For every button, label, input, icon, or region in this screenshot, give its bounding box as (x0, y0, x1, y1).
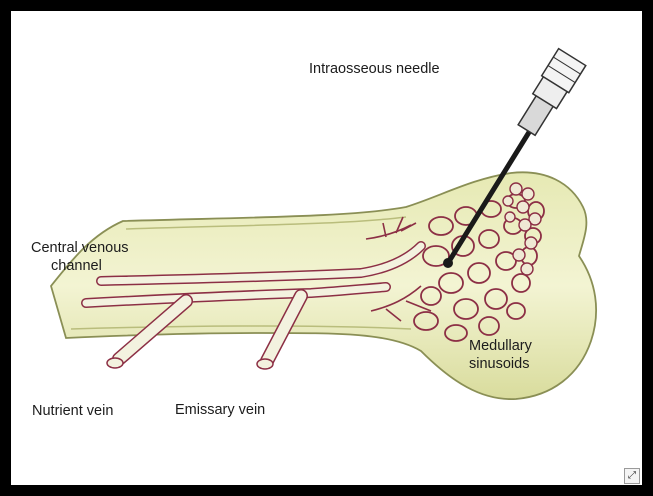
expand-icon[interactable]: ⤢ (624, 468, 640, 484)
label-medullary-line1: Medullary (469, 338, 532, 355)
label-central-venous-line1: Central venous (31, 240, 129, 257)
illustration-frame: Intraosseous needle Central venous chann… (11, 11, 642, 485)
label-central-venous-line2: channel (51, 258, 102, 275)
label-intraosseous-needle: Intraosseous needle (309, 61, 440, 78)
label-medullary-line2: sinusoids (469, 356, 529, 373)
label-emissary-vein: Emissary vein (175, 402, 265, 419)
label-nutrient-vein: Nutrient vein (32, 403, 113, 420)
